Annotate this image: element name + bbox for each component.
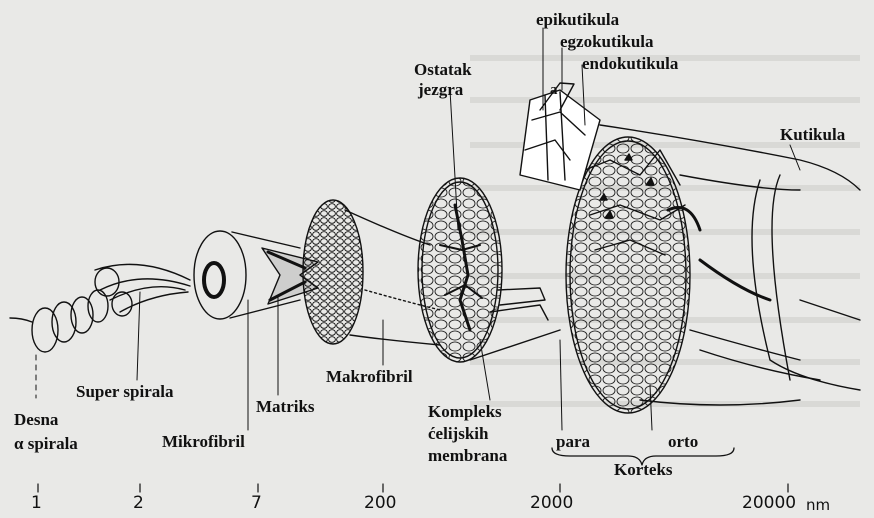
label-orto: orto	[668, 432, 698, 451]
label-korteks: Korteks	[614, 460, 673, 479]
label-a: a	[550, 82, 558, 99]
scale-tick-7: 7	[251, 494, 262, 512]
label-ostatak: Ostatak	[414, 60, 472, 79]
cell-complex	[418, 178, 560, 362]
scale-tick-200: 200	[364, 494, 396, 512]
scale-tick-marks	[38, 484, 788, 492]
label-kutikula: Kutikula	[780, 125, 845, 144]
label-epikutikula: epikutikula	[536, 10, 619, 29]
label-mikrofibril: Mikrofibril	[162, 432, 245, 451]
label-egzokutikula: egzokutikula	[560, 32, 654, 51]
alpha-helix	[10, 290, 108, 352]
scale-tick-2: 2	[133, 494, 144, 512]
label-desna: Desna	[14, 410, 58, 429]
label-celijskih: ćelijskih	[428, 424, 488, 443]
label-endokutikula: endokutikula	[582, 54, 678, 73]
label-jezgra: jezgra	[418, 80, 463, 99]
label-para: para	[556, 432, 590, 451]
super-helix	[95, 264, 190, 316]
label-alpha-spirala: α spirala	[14, 434, 78, 453]
label-super-spirala: Super spirala	[76, 382, 173, 401]
label-makrofibril: Makrofibril	[326, 367, 413, 386]
scale-tick-20000: 20000	[742, 494, 796, 512]
cortex-section	[566, 137, 700, 413]
scale-tick-1: 1	[31, 494, 42, 512]
scale-unit: nm	[806, 496, 830, 514]
label-kompleks: Kompleks	[428, 402, 502, 421]
label-matriks: Matriks	[256, 397, 315, 416]
label-membrana: membrana	[428, 446, 507, 465]
scale-tick-2000: 2000	[530, 494, 573, 512]
